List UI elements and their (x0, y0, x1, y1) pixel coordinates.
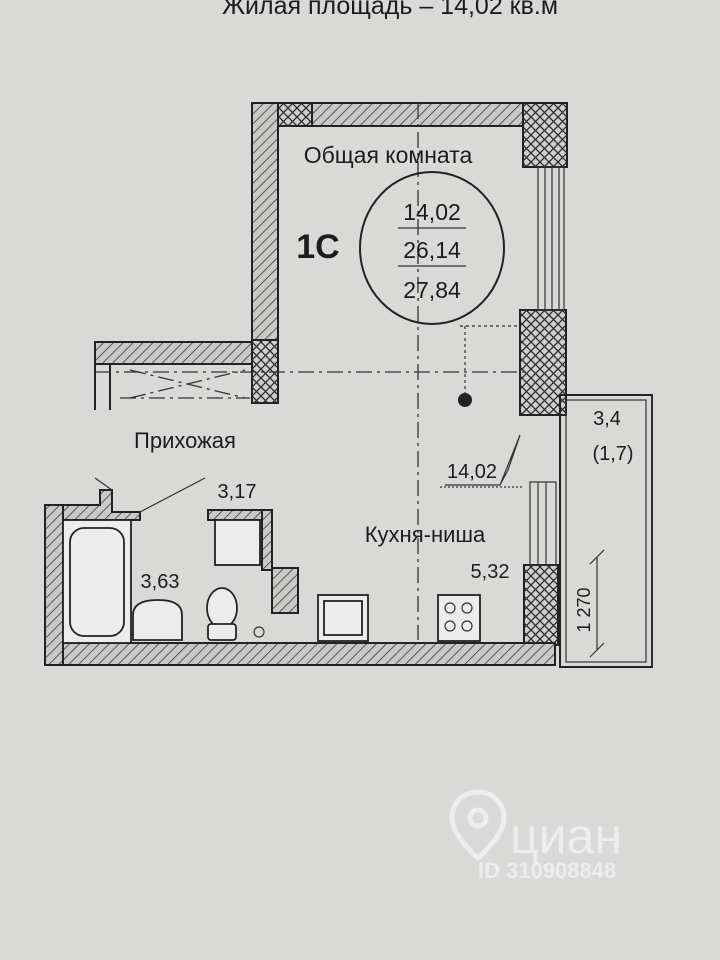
area-total-with-balcony: 27,84 (403, 277, 461, 303)
watermark-brand: циан (510, 808, 622, 864)
area-balcony-reduced: (1,7) (592, 443, 633, 465)
room-name-kitchen: Кухня-ниша (365, 522, 486, 547)
wall-right-column-bottom (523, 564, 559, 646)
drain-icon (253, 626, 265, 638)
balcony-dimension-label: 1 270 (574, 587, 594, 632)
wall-kitchen-stub (271, 567, 299, 614)
toilet-icon (206, 587, 238, 641)
window-kitchen (529, 481, 557, 566)
wall-wc-right (261, 509, 273, 571)
header-text: Жилая площадь – 14,02 кв.м (222, 0, 558, 20)
area-room-callout: 14,02 (447, 461, 497, 483)
washing-machine-icon (214, 519, 261, 566)
stove-icon (437, 594, 481, 642)
location-pin-icon (449, 789, 507, 862)
ceiling-light-icon (458, 393, 472, 407)
area-living: 14,02 (403, 199, 461, 225)
room-name-hall: Прихожая (134, 428, 236, 453)
window-main-room (537, 166, 565, 311)
wall-bathroom-top (62, 489, 141, 521)
balcony (559, 394, 653, 668)
room-name-main: Общая комната (304, 142, 473, 168)
area-balcony: 3,4 (593, 408, 621, 430)
dimension-line (589, 549, 605, 658)
wall-corridor (94, 341, 253, 365)
wall-bathroom-left (44, 504, 64, 666)
area-kitchen: 5,32 (471, 561, 510, 583)
unit-code: 1С (296, 228, 339, 266)
cian-watermark: циан ID 310908848 (449, 789, 622, 883)
bathtub-icon (62, 519, 132, 644)
area-total: 26,14 (403, 237, 461, 263)
area-hall: 3,17 (218, 481, 257, 503)
area-bathroom: 3,63 (141, 571, 180, 593)
watermark-id: ID 310908848 (478, 858, 616, 883)
wall-wc-top (207, 509, 267, 521)
wall-right-column-top (522, 102, 568, 168)
area-circle (359, 171, 505, 325)
washbasin-icon (132, 599, 183, 641)
wall-right-column-mid (519, 309, 567, 416)
kitchen-sink-icon (317, 594, 369, 642)
wall-bottom (44, 642, 556, 666)
